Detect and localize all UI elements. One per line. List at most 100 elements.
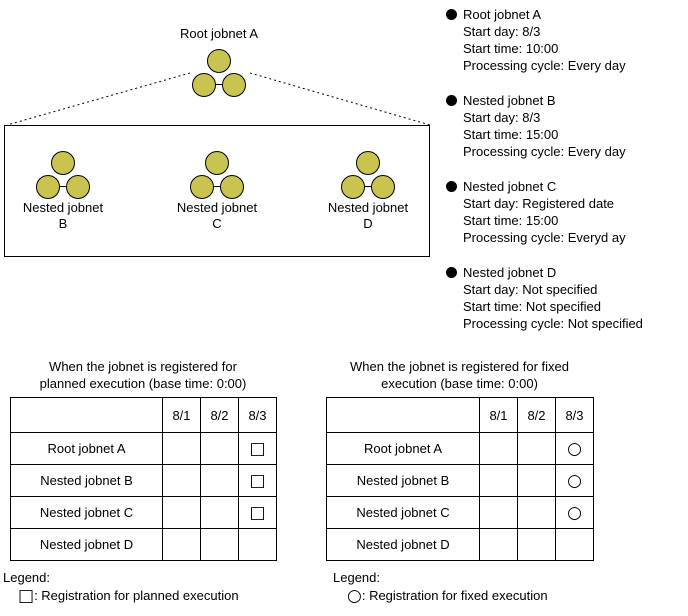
- job-circle: [207, 49, 231, 73]
- job-circle: [51, 151, 75, 175]
- day-cell: [200, 528, 239, 561]
- day-cell: [162, 464, 201, 497]
- job-circle: [205, 151, 229, 175]
- nested-jobnet-label-line1: Nested jobnet: [176, 200, 258, 215]
- row-label-cell: Nested jobnet D: [326, 528, 480, 561]
- day-cell: □: [238, 496, 277, 529]
- detail-title: Nested jobnet B: [463, 93, 556, 108]
- job-link-line: [213, 84, 225, 85]
- day-cell: [200, 496, 239, 529]
- day-cell: [200, 432, 239, 465]
- job-link-line: [57, 186, 69, 187]
- job-link-line: [362, 186, 374, 187]
- job-circle: [66, 175, 90, 199]
- detail-line: Processing cycle: Not specified: [463, 316, 643, 331]
- detail-line: Start day: Not specified: [463, 282, 598, 297]
- detail-lines: Start day: 8/3 Start time: 15:00 Process…: [446, 109, 684, 160]
- jobnet-icon: [341, 151, 395, 199]
- nested-jobnet-label-c: Nested jobnet C: [157, 200, 277, 232]
- planned-table-title: When the jobnet is registered for planne…: [10, 358, 276, 392]
- detail-lines: Start day: Not specified Start time: Not…: [446, 281, 684, 332]
- detail-line: Start time: Not specified: [463, 299, 601, 314]
- table-title-line1: When the jobnet is registered for: [49, 359, 237, 374]
- detail-line: Processing cycle: Every day: [463, 144, 626, 159]
- job-circle: [371, 175, 395, 199]
- fixed-table-title: When the jobnet is registered for fixed …: [326, 358, 593, 392]
- table-row: Nested jobnet D: [10, 528, 277, 561]
- table-row: Nested jobnet B ○: [326, 464, 594, 497]
- jobnet-icon: [36, 151, 90, 199]
- detail-title-row: Nested jobnet B: [446, 92, 684, 109]
- day-cell: [517, 496, 556, 529]
- job-circle: [341, 175, 365, 199]
- detail-group-nested-c: Nested jobnet C Start day: Registered da…: [446, 178, 684, 246]
- day-cell: [238, 528, 277, 561]
- corner-cell: [326, 397, 480, 433]
- day-cell: □: [238, 464, 277, 497]
- job-circle: [220, 175, 244, 199]
- row-label-cell: Nested jobnet C: [326, 496, 480, 529]
- day-cell: [479, 432, 518, 465]
- jobnet-details-list: Root jobnet A Start day: 8/3 Start time:…: [446, 6, 684, 350]
- job-circle: [36, 175, 60, 199]
- jobnet-icon: [192, 49, 246, 97]
- job-circle: [192, 73, 216, 97]
- detail-lines: Start day: 8/3 Start time: 10:00 Process…: [446, 23, 684, 74]
- table-row: Nested jobnet C ○: [326, 496, 594, 529]
- detail-title-row: Nested jobnet D: [446, 264, 684, 281]
- column-header: 8/2: [517, 397, 556, 433]
- nested-jobnet-label-line1: Nested jobnet: [22, 200, 104, 215]
- table-title-line2: execution (base time: 0:00): [381, 376, 538, 391]
- column-header: 8/1: [162, 397, 201, 433]
- square-symbol: □: [18, 586, 35, 606]
- detail-line: Start time: 10:00: [463, 41, 559, 56]
- detail-line: Start day: 8/3: [463, 110, 541, 125]
- nested-jobnet-label-line1: Nested jobnet: [327, 200, 409, 215]
- nested-jobnets-box: [4, 125, 430, 257]
- job-circle: [190, 175, 214, 199]
- column-header: 8/1: [479, 397, 518, 433]
- job-circle: [222, 73, 246, 97]
- detail-title: Root jobnet A: [463, 7, 542, 22]
- detail-lines: Start day: Registered date Start time: 1…: [446, 195, 684, 246]
- circle-symbol: ○: [347, 586, 362, 606]
- day-cell: ○: [555, 464, 594, 497]
- table-row: Nested jobnet B □: [10, 464, 277, 497]
- table-row: Root jobnet A ○: [326, 432, 594, 465]
- detail-line: Processing cycle: Every day: [463, 58, 626, 73]
- day-cell: ○: [555, 496, 594, 529]
- detail-line: Start time: 15:00: [463, 127, 559, 142]
- legend-label: Legend:: [333, 570, 380, 585]
- detail-line: Processing cycle: Everyd ay: [463, 230, 626, 245]
- table-row: Nested jobnet D: [326, 528, 594, 561]
- row-label-cell: Nested jobnet B: [10, 464, 163, 497]
- corner-cell: [10, 397, 163, 433]
- row-label-cell: Nested jobnet D: [10, 528, 163, 561]
- row-label-cell: Nested jobnet C: [10, 496, 163, 529]
- job-link-line: [211, 186, 223, 187]
- legend-item-fixed: ○: Registration for fixed execution: [347, 586, 548, 606]
- day-cell: [479, 528, 518, 561]
- day-cell: [162, 528, 201, 561]
- detail-line: Start time: 15:00: [463, 213, 559, 228]
- day-cell: [555, 528, 594, 561]
- bullet-icon: [446, 9, 457, 20]
- detail-group-root-a: Root jobnet A Start day: 8/3 Start time:…: [446, 6, 684, 74]
- detail-line: Start day: 8/3: [463, 24, 541, 39]
- legend-text: : Registration for fixed execution: [361, 588, 548, 603]
- row-label-cell: Root jobnet A: [326, 432, 480, 465]
- detail-title-row: Root jobnet A: [446, 6, 684, 23]
- fixed-execution-table: 8/1 8/2 8/3 Root jobnet A ○ Nested jobne…: [326, 397, 594, 561]
- nested-jobnet-label-line2: D: [363, 216, 373, 231]
- nested-jobnet-label-line2: B: [58, 216, 68, 231]
- nested-jobnet-label-b: Nested jobnet B: [3, 200, 123, 232]
- row-label-cell: Root jobnet A: [10, 432, 163, 465]
- table-header-row: 8/1 8/2 8/3: [10, 397, 277, 433]
- day-cell: □: [238, 432, 277, 465]
- detail-group-nested-d: Nested jobnet D Start day: Not specified…: [446, 264, 684, 332]
- job-circle: [356, 151, 380, 175]
- table-row: Root jobnet A □: [10, 432, 277, 465]
- day-cell: [517, 464, 556, 497]
- day-cell: [479, 464, 518, 497]
- detail-group-nested-b: Nested jobnet B Start day: 8/3 Start tim…: [446, 92, 684, 160]
